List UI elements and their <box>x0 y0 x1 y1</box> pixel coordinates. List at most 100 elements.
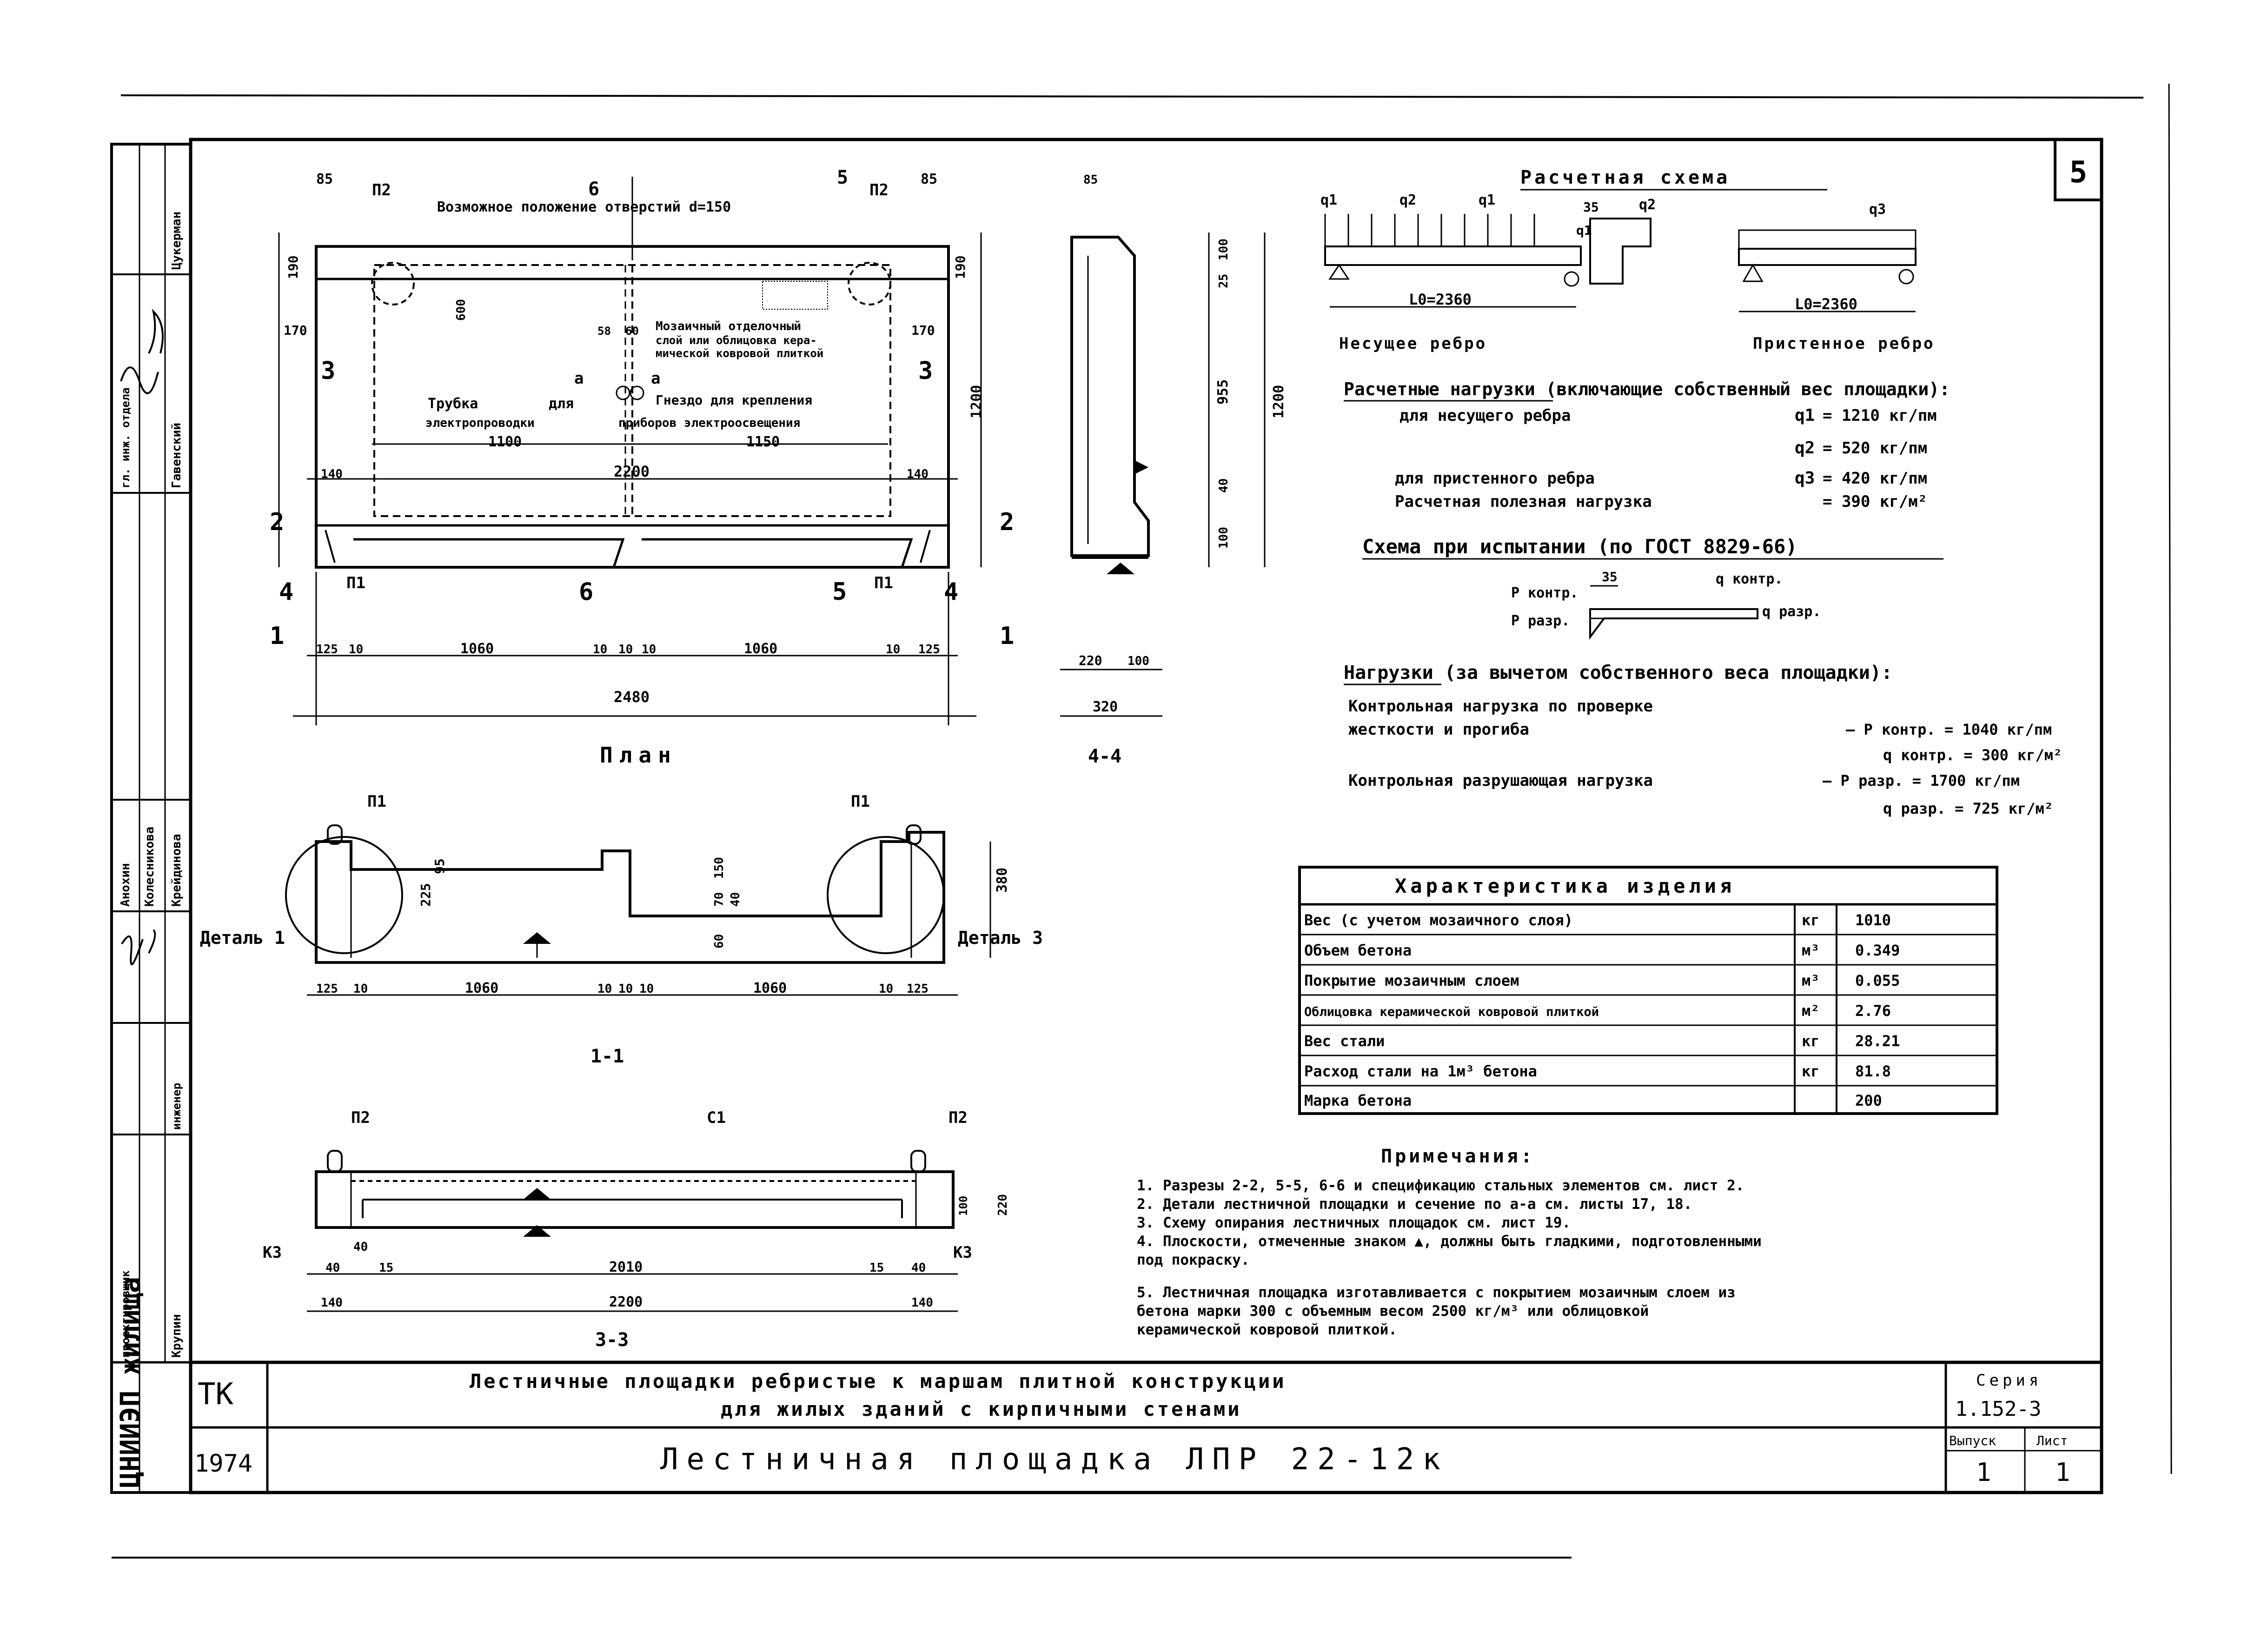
stamp-name-2: Гавенский <box>170 423 184 488</box>
tl-row1-label-a: Контрольная нагрузка по проверке <box>1348 697 1653 716</box>
char-r3-name: Покрытие мозаичным слоем <box>1304 972 1519 989</box>
sheet-number-box <box>2054 138 2103 201</box>
calc-scheme: Расчетная схема q1 q2 q1 q2 q3 q1 35 L0=… <box>1320 167 1935 353</box>
test-title: Схема при испытании (по ГОСТ 8829-66) <box>1362 535 1797 558</box>
plan-label-85-right: 85 <box>921 171 937 187</box>
char-r2-name: Объем бетона <box>1304 942 1412 959</box>
char-r2-val: 0.349 <box>1855 942 1900 959</box>
plan-dim-1200: 1200 <box>968 385 985 418</box>
plan-dim-1150: 1150 <box>746 434 780 450</box>
s33-p2-left: П2 <box>351 1108 370 1127</box>
plan-bdim-10b: 10 <box>593 643 607 657</box>
plan-dim-140-left: 140 <box>321 467 343 481</box>
loads-row4-val: = 390 кг/м² <box>1823 492 1927 511</box>
notes-block: Примечания: 1. Разрезы 2-2, 5-5, 6-6 и с… <box>1137 1146 1762 1338</box>
plan-mosaic-note-2: слой или облицовка кера- <box>656 334 817 347</box>
stamp-name-3: Анохин <box>119 863 133 907</box>
tl-row2-label: Контрольная разрушающая нагрузка <box>1348 771 1653 790</box>
calc-35: 35 <box>1583 199 1599 215</box>
stamp-name-4: Колесникова <box>143 827 157 907</box>
s11-bdim-1060a: 1060 <box>465 980 498 996</box>
s44-dim-40: 40 <box>1217 478 1231 493</box>
plan-p1-right: П1 <box>874 574 893 592</box>
calc-caption-right: Пристенное ребро <box>1753 334 1935 353</box>
loads-header: Расчетные нагрузки (включающие собственн… <box>1344 379 1950 399</box>
plan-bdim-10d: 10 <box>642 643 656 657</box>
plan-dim-190-left: 190 <box>285 255 301 279</box>
plan-dim-58: 58 <box>597 325 611 338</box>
s33-dim-40c: 40 <box>911 1261 926 1275</box>
note-3: 3. Схему опирания лестничных площадок см… <box>1137 1214 1571 1231</box>
s33-dim-2200: 2200 <box>609 1294 643 1310</box>
s11-bdim-10c: 10 <box>618 982 633 996</box>
note-1: 1. Разрезы 2-2, 5-5, 6-6 и спецификацию … <box>1137 1177 1744 1194</box>
test-p-kontr: Р контр. <box>1511 585 1578 601</box>
plan-a-right: a <box>651 369 660 388</box>
s11-dim-150: 150 <box>712 857 726 879</box>
s11-p1-left: П1 <box>367 792 386 811</box>
char-r2-unit: м³ <box>1802 942 1820 959</box>
char-r4-unit: м² <box>1802 1002 1820 1020</box>
plan-total: 2480 <box>614 688 650 706</box>
tb-year: 1974 <box>194 1450 252 1478</box>
plan-bdim-10a: 10 <box>349 643 363 657</box>
calc-q1-c: q1 <box>1576 223 1592 238</box>
plan-label-p2-left: П2 <box>372 181 391 199</box>
stamp-name-1: Цукерман <box>170 212 184 270</box>
plan-pipe-note-1: Трубка <box>428 396 478 412</box>
tb-issue-value: 1 <box>1976 1458 1991 1487</box>
char-r7-name: Марка бетона <box>1304 1092 1412 1109</box>
plan-a-left: a <box>574 369 584 388</box>
stamp-role-7: проектировщик <box>119 1270 132 1358</box>
s11-dim-380: 380 <box>994 868 1010 893</box>
loads-row1-label: для несущего ребра <box>1399 406 1571 425</box>
plan-bdim-10c: 10 <box>618 643 633 657</box>
section-4-4: 85 100 25 955 1200 40 100 220 100 320 4-… <box>1060 173 1287 767</box>
plan-p1-left: П1 <box>346 574 365 592</box>
plan-section-6-top: 6 <box>588 179 599 200</box>
plan-bdim-125b: 125 <box>918 643 940 657</box>
s11-bdim-125a: 125 <box>316 982 338 996</box>
stamp-name-5: Крейдинова <box>170 834 184 907</box>
plan-bdim-10e: 10 <box>886 643 900 657</box>
loads-row2-val: = 520 кг/пм <box>1823 439 1927 458</box>
stamp-name-6: Крупин <box>170 1314 184 1358</box>
s11-bdim-10e: 10 <box>879 982 893 996</box>
char-r1-val: 1010 <box>1855 911 1891 929</box>
s33-dim-2010: 2010 <box>609 1259 643 1275</box>
plan-label-p2-right: П2 <box>869 181 889 199</box>
tb-issue-label: Выпуск <box>1949 1433 1996 1448</box>
plan-dim-190-right: 190 <box>953 255 968 279</box>
s11-dim-225: 225 <box>418 883 433 907</box>
plan-dim-140-right: 140 <box>907 467 929 481</box>
right-margin-line <box>2168 83 2172 1474</box>
tb-tk: ТК <box>198 1377 234 1412</box>
test-scheme: Схема при испытании (по ГОСТ 8829-66) Р … <box>1362 535 1943 640</box>
loads-row3-label: для пристенного ребра <box>1395 469 1595 488</box>
plan-sec-3-right: 3 <box>918 357 933 385</box>
loads-row2-sym: q2 <box>1795 438 1815 458</box>
tl-row1-val-a: – Р контр. = 1040 кг/пм <box>1846 721 2052 738</box>
test-p-razr: Р разр. <box>1511 613 1570 629</box>
title-block: ТК 1974 Лестничные площадки ребристые к … <box>191 1360 2102 1493</box>
s44-dim-100c: 100 <box>1128 654 1149 668</box>
loads-row1-val: = 1210 кг/пм <box>1823 406 1937 425</box>
tl-row2-val-a: – Р разр. = 1700 кг/пм <box>1823 772 2020 790</box>
section-1-1: П1 П1 Деталь 1 Деталь 3 225 95 150 70 40… <box>200 792 1043 1067</box>
char-r4-val: 2.76 <box>1855 1002 1891 1020</box>
plan-dim-170-right: 170 <box>911 323 935 338</box>
s11-bdim-10b: 10 <box>597 982 612 996</box>
char-r7-val: 200 <box>1855 1092 1882 1109</box>
tb-sheet-value: 1 <box>2055 1458 2070 1487</box>
note-4: 4. Плоскости, отмеченные знаком ▲, должн… <box>1137 1233 1762 1250</box>
test-q-kontr: q контр. <box>1716 571 1783 587</box>
tb-title-2: для жилых зданий с кирпичными стенами <box>721 1398 1242 1420</box>
loads-row3-val: = 420 кг/пм <box>1823 469 1927 488</box>
calc-q2-a: q2 <box>1399 192 1416 208</box>
plan-section-5-top: 5 <box>837 167 848 188</box>
tl-row1-label-b: жесткости и прогиба <box>1348 720 1529 739</box>
loads-row3-sym: q3 <box>1795 469 1815 488</box>
s11-detail-left: Деталь 1 <box>200 928 285 948</box>
calc-q1-b: q1 <box>1479 192 1495 208</box>
s11-bdim-125b: 125 <box>907 982 929 996</box>
